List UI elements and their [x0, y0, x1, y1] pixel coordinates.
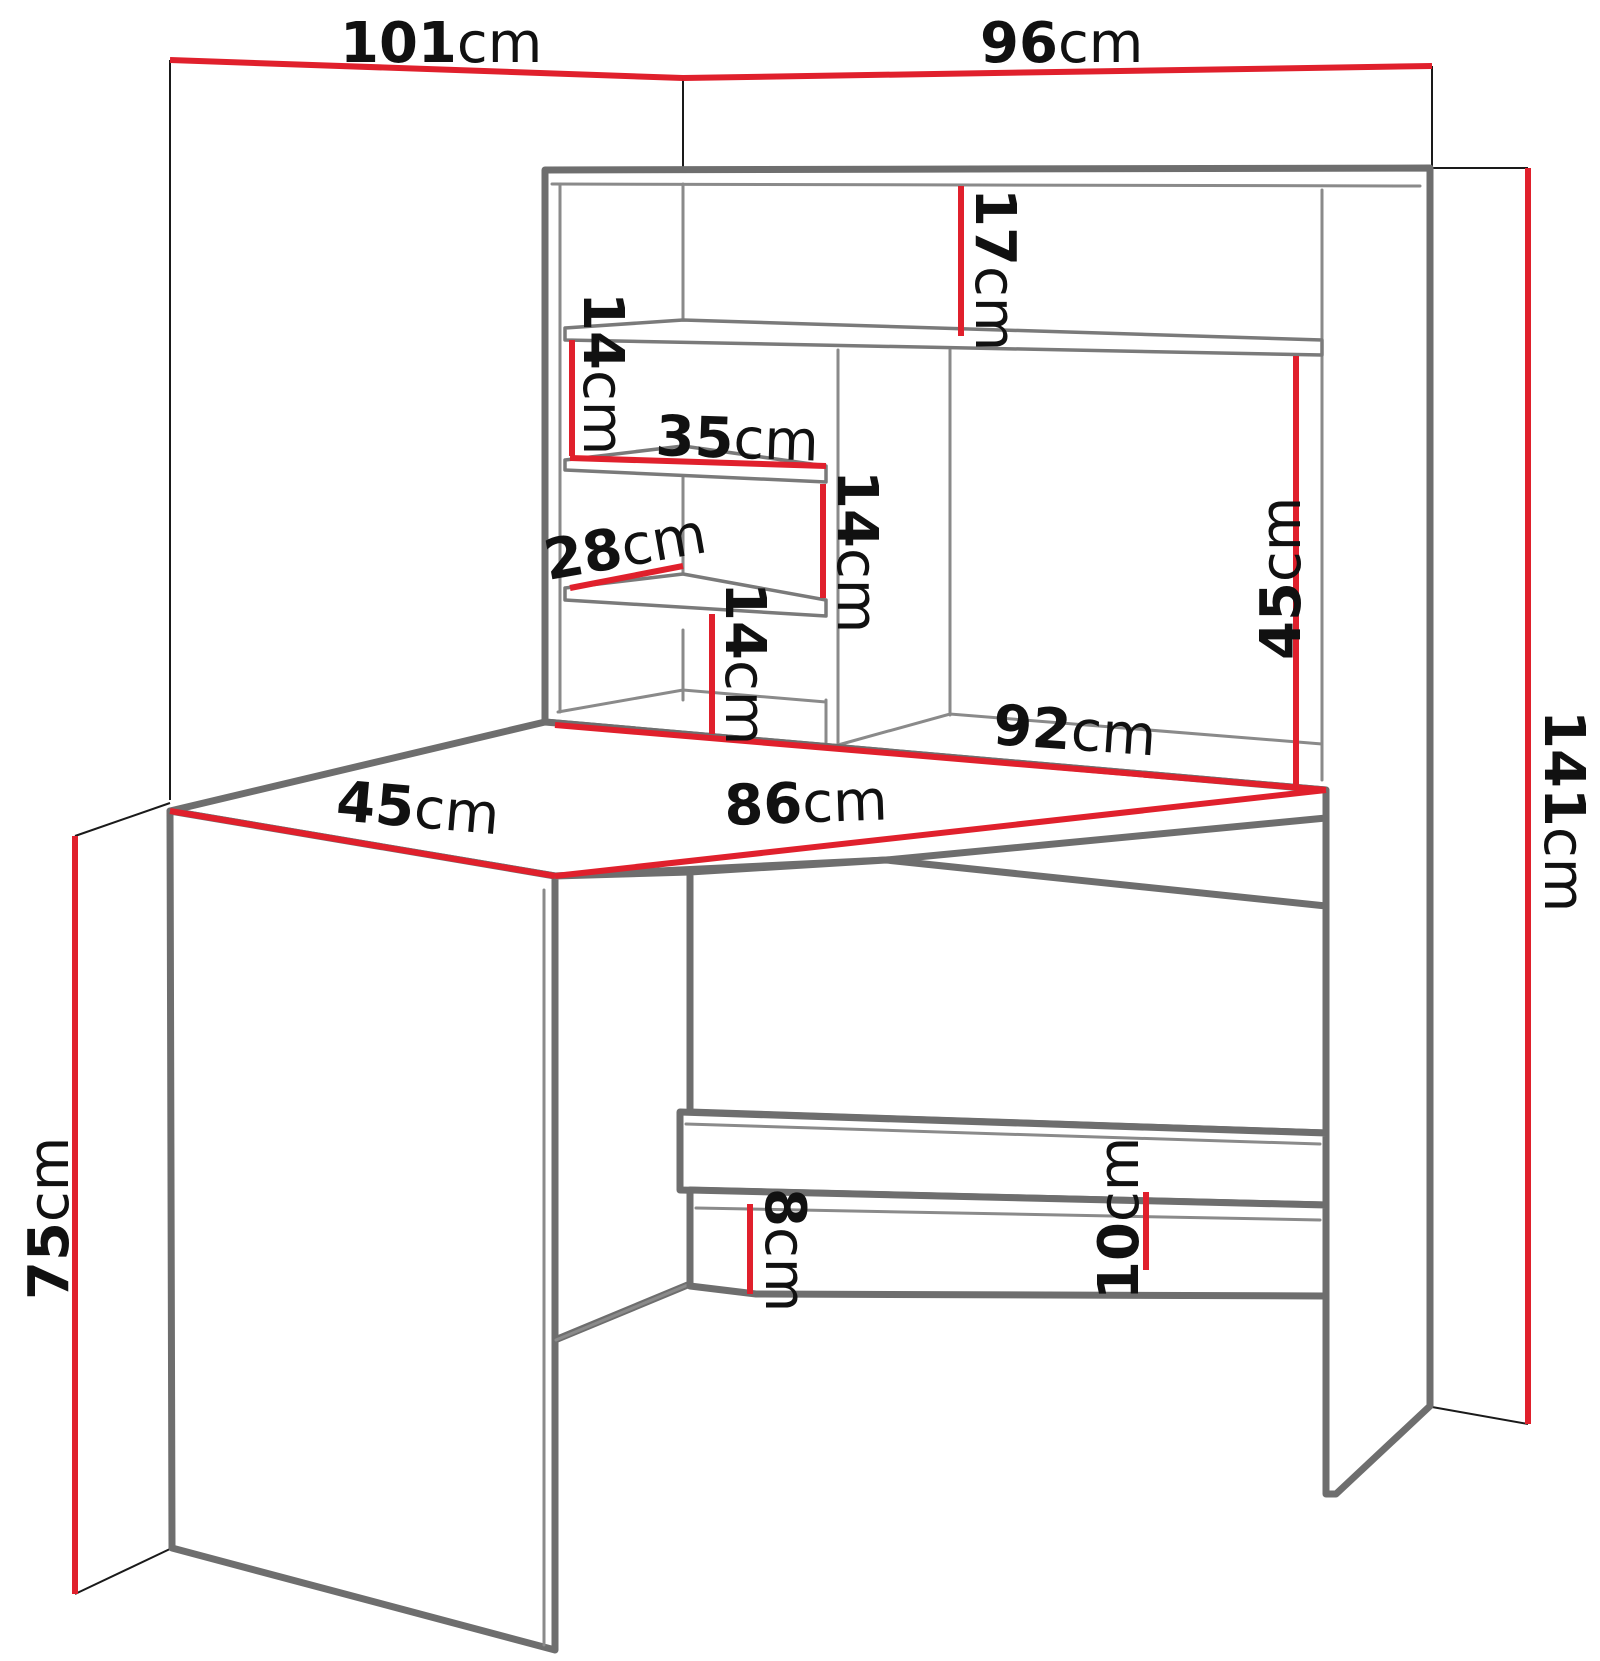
label-141: 141cm: [1531, 710, 1596, 912]
label-10: 10cm: [1087, 1137, 1152, 1300]
label-8: 8cm: [752, 1188, 817, 1312]
top-shelf: [563, 318, 1324, 357]
label-45-desk: 45cm: [334, 769, 502, 848]
label-14-left: 14cm: [570, 292, 635, 455]
modesty-panel: [686, 856, 1330, 1137]
shelf-28: [563, 572, 828, 618]
label-96: 96cm: [980, 11, 1143, 76]
dim-line-35: [569, 455, 827, 469]
dimension-lines: [72, 57, 1531, 1594]
label-45-upper: 45cm: [1249, 497, 1314, 660]
dim-line-96: [682, 63, 1433, 81]
extension-lines: [74, 60, 1529, 1595]
dim-line-86: [554, 787, 1327, 879]
label-28: 28cm: [539, 501, 711, 593]
left-leg-panel: [166, 807, 559, 1654]
inner-leg-panel: [551, 868, 694, 1344]
label-92: 92cm: [991, 693, 1158, 769]
label-75: 75cm: [17, 1137, 82, 1300]
label-14-mid: 14cm: [824, 470, 889, 633]
dim-line-45-desk: [169, 808, 556, 879]
label-35: 35cm: [655, 404, 820, 475]
dimension-labels: 101cm 96cm 141cm 75cm 17cm 14cm 35cm 14c…: [17, 11, 1596, 1312]
label-14-bottom: 14cm: [712, 582, 777, 745]
dim-line-92: [554, 722, 1327, 793]
desk-body: [166, 164, 1434, 1654]
label-101: 101cm: [340, 11, 542, 76]
dim-line-101: [169, 57, 684, 81]
dim-line-28: [569, 563, 684, 591]
label-17: 17cm: [962, 188, 1027, 351]
label-86: 86cm: [723, 768, 888, 839]
